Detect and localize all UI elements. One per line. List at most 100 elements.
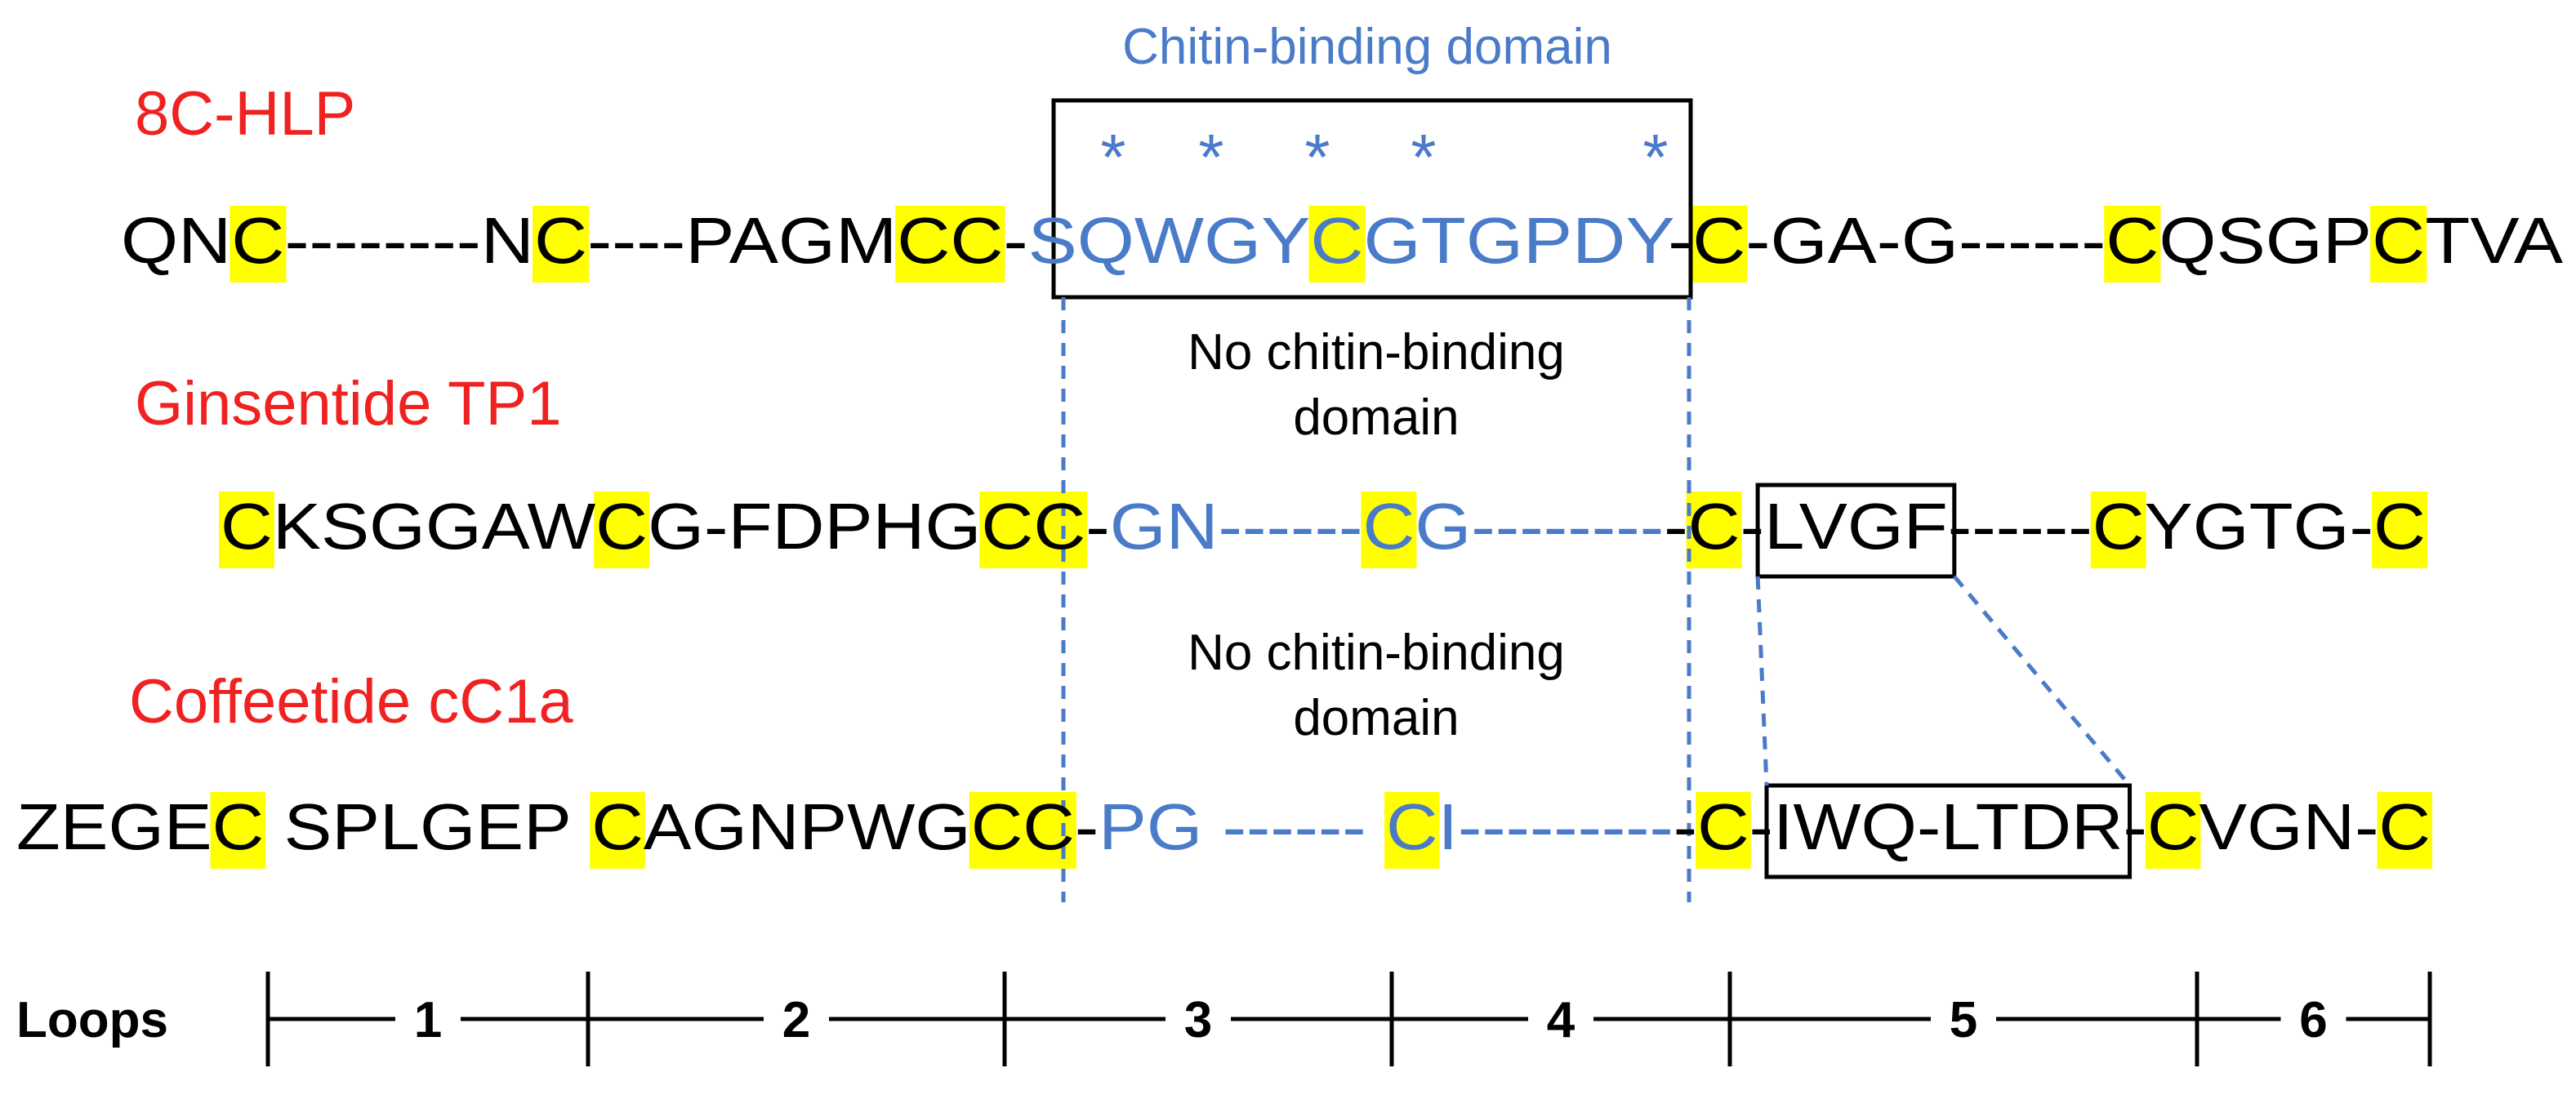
conserved-star: * [1411, 121, 1436, 194]
cysteine-residue: C [1688, 490, 1740, 563]
sequence-segment: - [1749, 790, 1773, 863]
sequence-segment: QSGP [2159, 204, 2372, 277]
sequence-segment: - [1664, 490, 1687, 563]
boxed-motif: IWQ-LTDR [1773, 790, 2124, 863]
loop-number: 3 [1184, 992, 1212, 1048]
cysteine-highlight [969, 792, 1076, 869]
note-text-line-1: No chitin-binding [1188, 324, 1565, 380]
cysteine-highlight [1696, 792, 1751, 869]
sequence-segment: G-------- [1415, 490, 1664, 563]
cysteine-highlight [2104, 206, 2161, 283]
cysteine-residue: C [2378, 790, 2431, 863]
domain-box [1051, 98, 1693, 300]
motif-box [1755, 483, 1957, 579]
boxed-motif: LVGF [1764, 490, 1948, 563]
cysteine-highlight [2372, 492, 2428, 568]
cysteine-highlight [219, 492, 274, 568]
cysteine-residue: C [2147, 790, 2199, 863]
cysteine-highlight [590, 792, 645, 869]
cysteine-residue: C [2106, 204, 2159, 277]
peptide-name: Coffeetide cC1a [129, 667, 573, 736]
sequence-segment: G-FDPHG [648, 490, 981, 563]
cysteine-residue: C [595, 490, 648, 563]
motif-box [1764, 783, 2133, 879]
cysteine-residue: C [1362, 490, 1415, 563]
cysteine-highlight [895, 206, 1005, 283]
sequence-segment: -GA-G------ [1745, 204, 2106, 277]
sequence-segment: - [1004, 204, 1028, 277]
cysteine-residue: C [2373, 490, 2426, 563]
note-text-line-2: domain [1293, 389, 1459, 446]
cysteine-highlight [532, 206, 590, 283]
peptide-name: Ginsentide TP1 [135, 369, 561, 438]
cysteine-highlight [2377, 792, 2432, 869]
sequence-segment: ----PAGM [587, 204, 897, 277]
cysteine-highlight [1686, 492, 1742, 568]
loop-number: 5 [1950, 992, 1977, 1048]
sequence-segment: - [1668, 204, 1692, 277]
cysteine-residue: C [591, 790, 644, 863]
cysteine-highlight [1308, 206, 1366, 283]
motif-connector-left [1755, 576, 1769, 786]
loops-label: Loops [16, 992, 168, 1048]
conserved-star: * [1304, 121, 1330, 194]
sequence-segment: VGN- [2199, 790, 2378, 863]
cysteine-highlight [1384, 792, 1440, 869]
sequence-segment: --------N [284, 204, 533, 277]
sequence-segment: ------ [1948, 490, 2092, 563]
sequence-segment: - [1085, 490, 1109, 563]
cysteine-residue: C [231, 204, 284, 277]
loop-number: 1 [414, 992, 442, 1048]
cysteine-highlight [2145, 792, 2201, 869]
sequence-segment: I--------- [1438, 790, 1674, 863]
motif-connector-right [1952, 575, 2132, 787]
cysteine-residue: C [2372, 204, 2425, 277]
cysteine-highlight [594, 492, 650, 568]
sequence-segment: - [2124, 790, 2147, 863]
sequence-segment: KSGGAW [273, 490, 596, 563]
loop-number: 4 [1547, 992, 1575, 1048]
sequence-segment: SPLGEP [264, 790, 591, 863]
note-text-line-1: No chitin-binding [1188, 625, 1565, 681]
loop-number: 2 [782, 992, 810, 1048]
cysteine-residue: CC [897, 204, 1003, 277]
domain-label: Chitin-binding domain [1122, 19, 1612, 75]
peptide-name: 8C-HLP [135, 79, 355, 149]
cysteine-residue: C [2092, 490, 2145, 563]
cysteine-residue: C [534, 204, 587, 277]
sequence-segment: GN------ [1110, 490, 1363, 563]
sequence-segment: AGNPWG [644, 790, 971, 863]
sequence-segment: GTGPDY [1364, 204, 1674, 277]
conserved-star: * [1100, 121, 1125, 194]
cysteine-highlight [2370, 206, 2427, 283]
conserved-star: * [1642, 121, 1668, 194]
sequence-segment: - [1674, 790, 1697, 863]
sequence-segment: - [1075, 790, 1099, 863]
cysteine-residue: CC [981, 490, 1085, 563]
sequence-segment: PG ------ [1099, 790, 1386, 863]
guide-lines [265, 98, 2432, 1066]
loop-number: 6 [2299, 992, 2327, 1048]
cysteine-residue: C [1386, 790, 1438, 863]
sequence-segment: QN [121, 204, 231, 277]
sequence-segment: - [1740, 490, 1764, 563]
cysteine-residue: C [1310, 204, 1363, 277]
cysteine-highlight [1691, 206, 1748, 283]
cysteine-residue: C [221, 490, 273, 563]
note-text-line-2: domain [1293, 690, 1459, 746]
cysteine-highlight [230, 206, 287, 283]
sequence-segment: YGTG- [2145, 490, 2373, 563]
cysteine-highlight [1361, 492, 1417, 568]
cysteine-highlight [979, 492, 1088, 568]
cysteine-highlight [2090, 492, 2146, 568]
cysteine-highlight [210, 792, 266, 869]
cysteine-residue: C [1692, 204, 1745, 277]
conserved-star: * [1198, 121, 1223, 194]
cysteine-residue: CC [971, 790, 1075, 863]
